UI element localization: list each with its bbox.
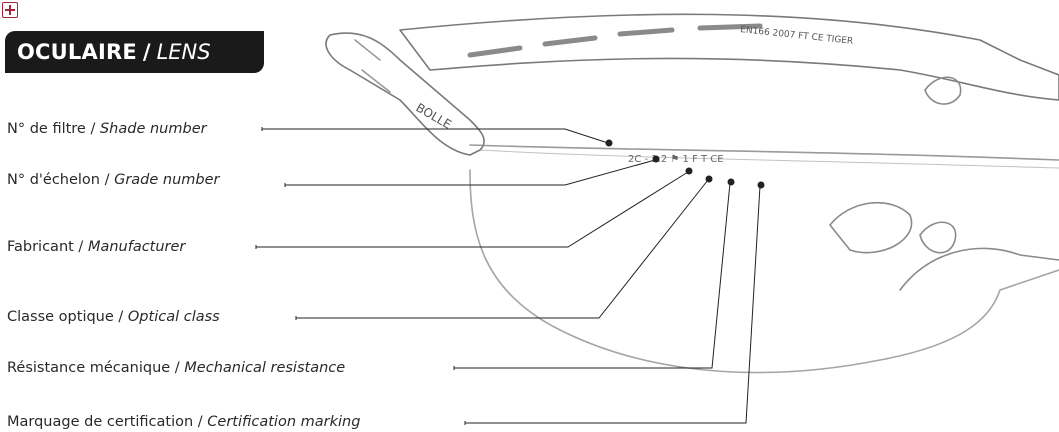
lens-inner-edge [480, 150, 1059, 168]
section-title-en: LENS [157, 40, 211, 64]
label-grade-number: N° d'échelon / Grade number [7, 171, 220, 189]
right-temple [900, 248, 1059, 290]
leader-certification-marking [465, 186, 760, 425]
label-grade-number-en: Grade number [114, 172, 219, 188]
label-manufacturer-fr: Fabricant / [7, 239, 88, 255]
dot-mechanical-resistance [728, 179, 735, 186]
section-title-separator: / [143, 40, 151, 64]
section-title-fr: OCULAIRE [17, 40, 137, 64]
leader-shade-number [262, 127, 608, 143]
label-manufacturer-en: Manufacturer [88, 239, 185, 255]
label-certification-marking-fr: Marquage de certification / [7, 414, 207, 430]
label-grade-number-fr: N° d'échelon / [7, 172, 114, 188]
label-optical-class-fr: Classe optique / [7, 309, 128, 325]
label-mechanical-resistance: Résistance mécanique / Mechanical resist… [7, 359, 345, 377]
leader-optical-class [296, 180, 708, 320]
frame-top-text: EN166 2007 FT CE TIGER [740, 25, 854, 47]
label-manufacturer: Fabricant / Manufacturer [7, 238, 185, 256]
label-mechanical-resistance-en: Mechanical resistance [184, 360, 345, 376]
dot-shade-number [606, 140, 613, 147]
label-shade-number: N° de filtre / Shade number [7, 120, 207, 138]
label-shade-number-en: Shade number [100, 121, 207, 137]
frame-brand-text: BOLLE [414, 100, 454, 131]
dot-grade-number [653, 156, 660, 163]
left-temple [326, 33, 484, 155]
label-certification-marking-en: Certification marking [207, 414, 360, 430]
dot-manufacturer [686, 168, 693, 175]
label-optical-class: Classe optique / Optical class [7, 308, 220, 326]
label-certification-marking: Marquage de certification / Certificatio… [7, 413, 360, 431]
dot-certification-marking [758, 182, 765, 189]
plus-icon[interactable] [2, 2, 18, 18]
label-optical-class-en: Optical class [128, 309, 220, 325]
section-title: OCULAIRE / LENS [5, 31, 264, 73]
label-shade-number-fr: N° de filtre / [7, 121, 100, 137]
label-mechanical-resistance-fr: Résistance mécanique / [7, 360, 184, 376]
lens-top-edge [470, 145, 1059, 160]
dot-optical-class [706, 176, 713, 183]
lens-outline [470, 170, 1059, 372]
